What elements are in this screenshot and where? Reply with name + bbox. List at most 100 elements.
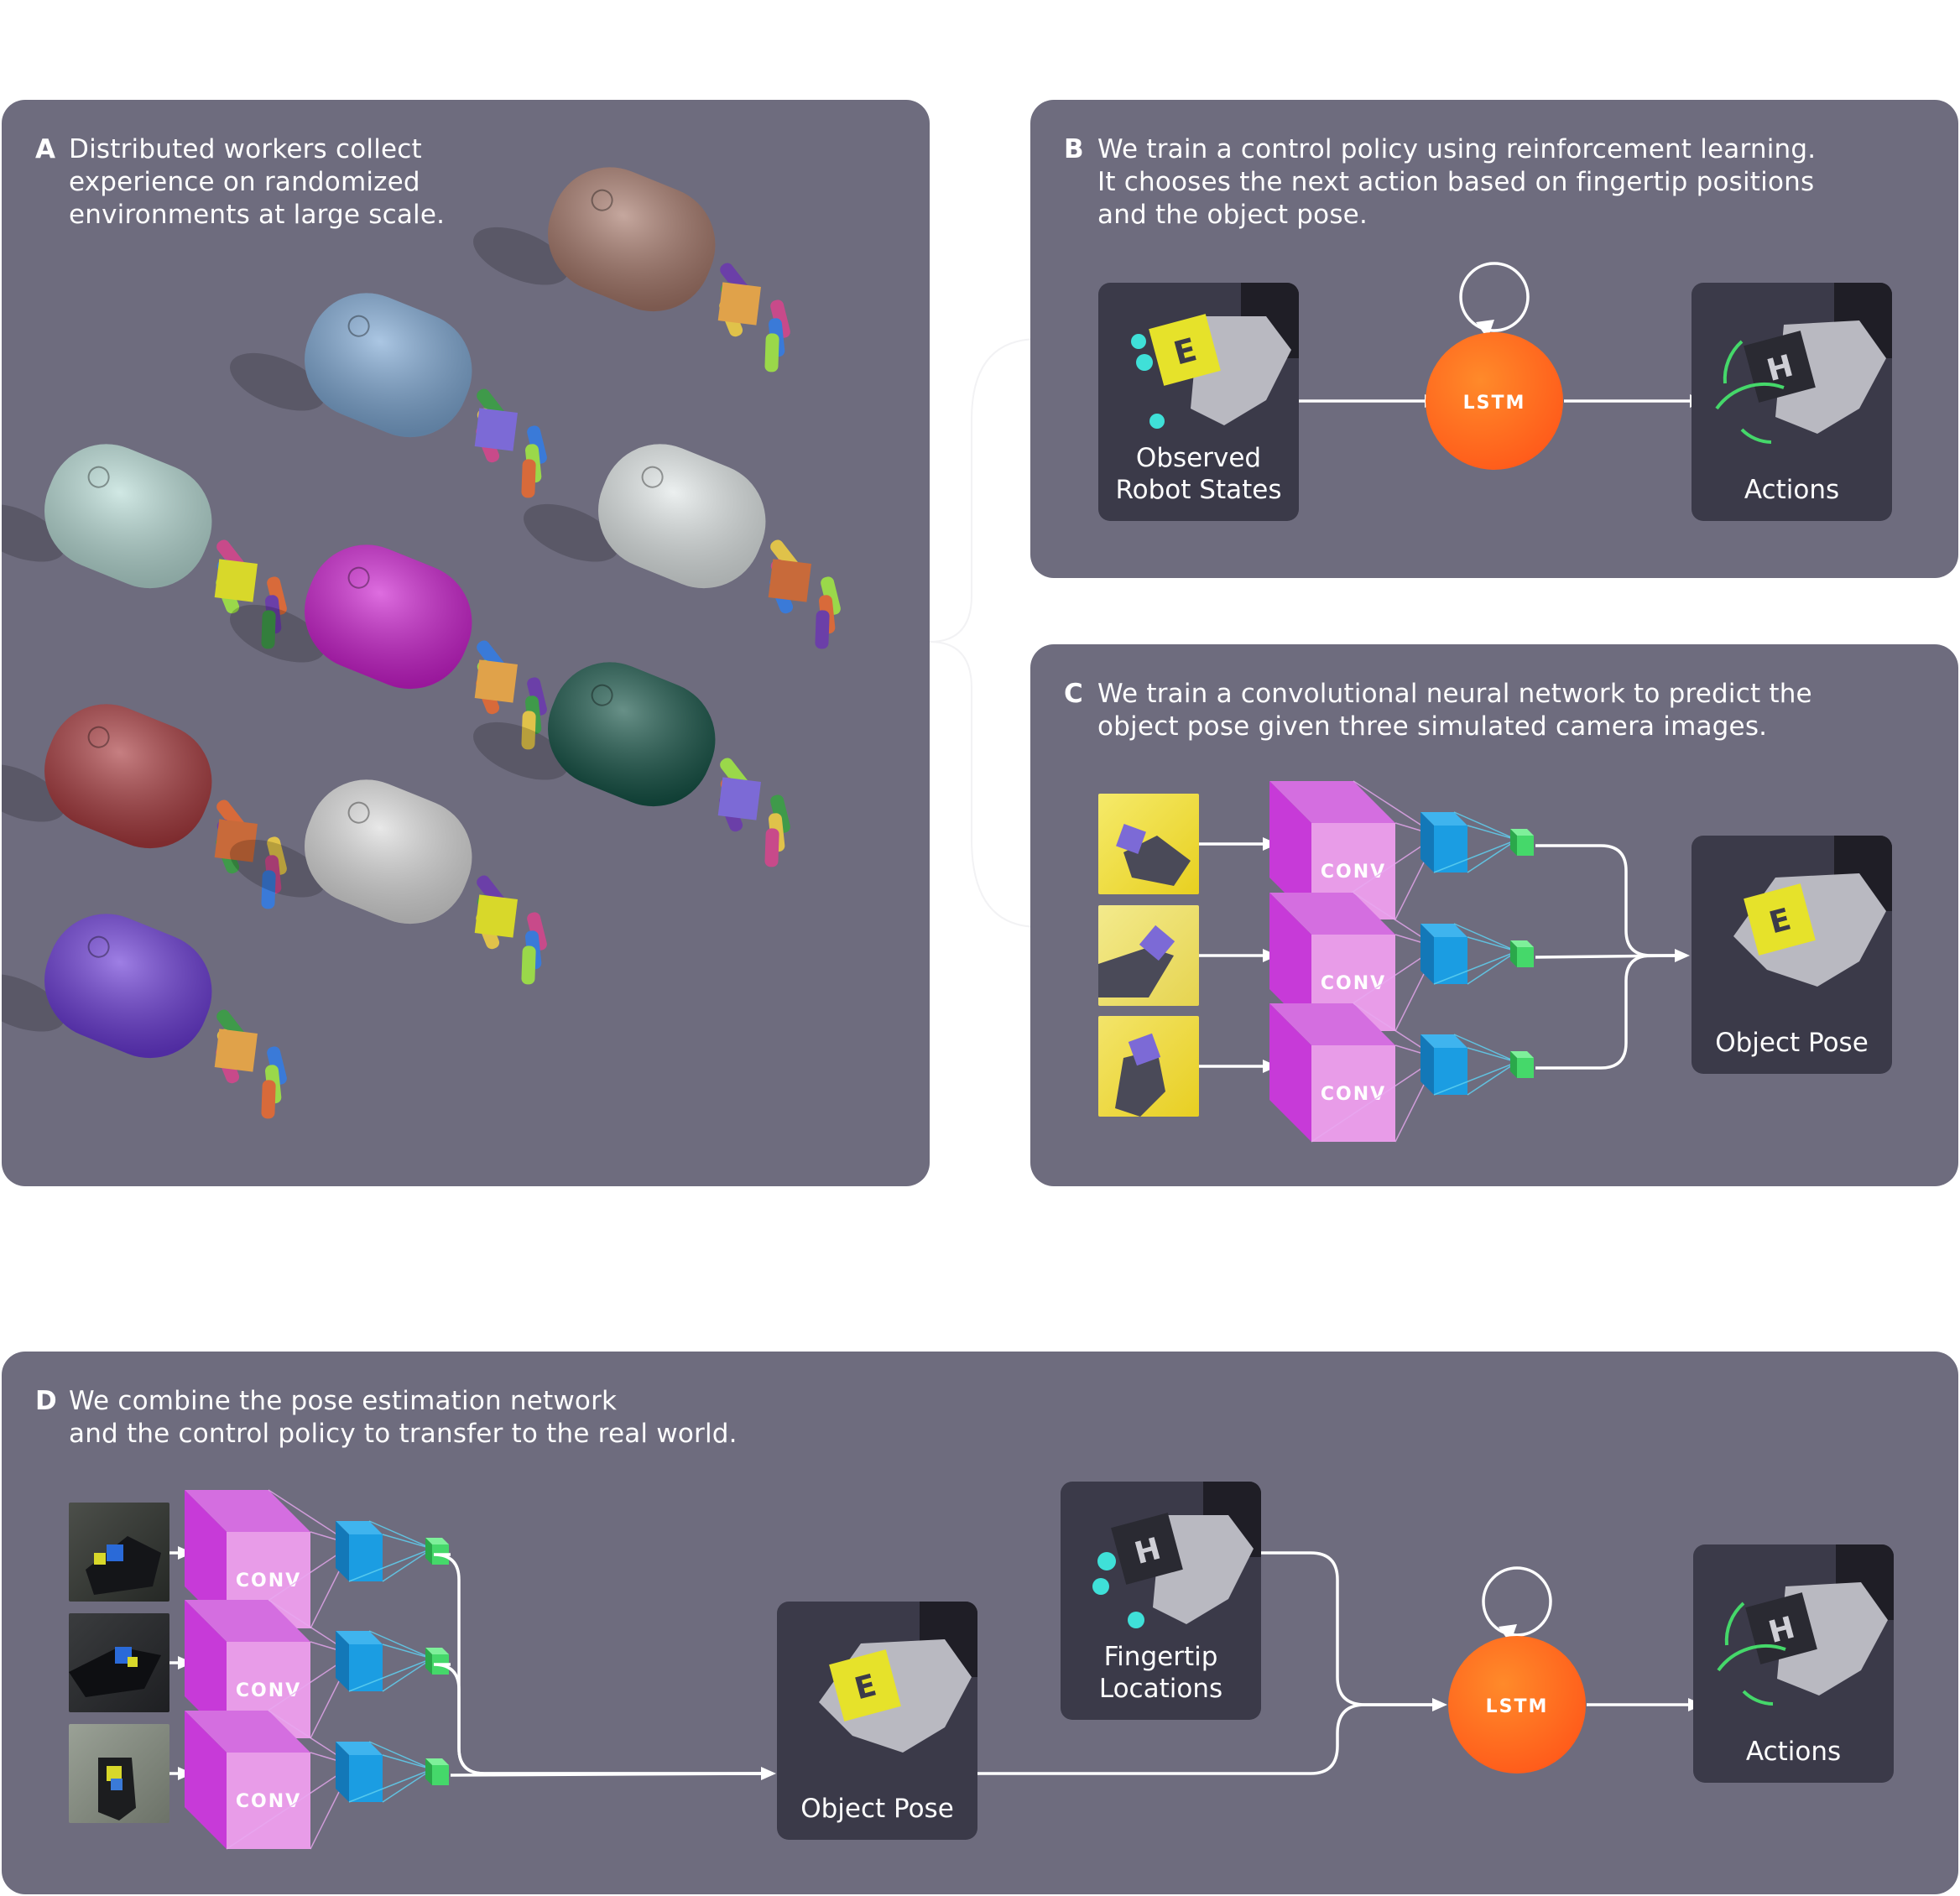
observed-robot-states-label: Observed Robot States: [1115, 443, 1282, 505]
robot-hand: [214, 800, 287, 909]
panel-a: A Distributed workers collect experience…: [2, 100, 930, 1186]
conv-label: CONV: [236, 1570, 301, 1591]
panel-d-flow: CONV CONV CONV LSTM: [169, 1489, 1703, 1850]
connector-bracket: [930, 338, 1030, 928]
simulated-camera-image-2: [1098, 905, 1199, 1006]
arrow-pose-to-lstm: [977, 1703, 1432, 1775]
cylinder-environment: [473, 662, 790, 867]
feature-block: [336, 1742, 383, 1802]
simulated-camera-image-3: [1098, 1016, 1199, 1117]
real-camera-image-1: [69, 1503, 169, 1602]
object-pose-label-c: Object Pose: [1715, 1028, 1869, 1058]
panel-b: B We train a control policy using reinfo…: [1030, 100, 1958, 578]
robot-hand: [474, 640, 547, 750]
panel-c-letter: C: [1064, 679, 1083, 709]
arrow-features-to-pose: [1535, 954, 1676, 1070]
actions-label-d: Actions: [1745, 1737, 1842, 1767]
lstm-node-d: [1448, 1636, 1586, 1774]
arrow-features-to-pose: [433, 1553, 761, 1775]
panel-d-letter: D: [35, 1386, 57, 1416]
cylinder-environment: [230, 779, 547, 985]
robot-hand: [717, 263, 790, 372]
conv-label: CONV: [1321, 1084, 1386, 1105]
lstm-node-label: LSTM: [1463, 393, 1526, 414]
robot-hand: [214, 1009, 287, 1119]
feature-block: [336, 1631, 383, 1691]
lstm-node-label-d: LSTM: [1486, 1696, 1549, 1717]
robot-hand: [474, 875, 547, 985]
conv-label: CONV: [1321, 862, 1386, 883]
lstm-recurrent-loop-d: [1482, 1566, 1552, 1637]
camera-hand-icon: [1098, 925, 1175, 997]
camera-hand-icon: [86, 1536, 161, 1595]
panel-b-letter: B: [1064, 134, 1084, 164]
conv-label: CONV: [236, 1791, 301, 1812]
feature-block: [1420, 812, 1467, 872]
object-pose-card-d: E Object Pose: [777, 1602, 977, 1840]
camera-hand-icon: [1115, 1033, 1165, 1117]
conv-label: CONV: [1321, 973, 1386, 994]
robot-hand: [214, 539, 287, 649]
fingertip-locations-card: H Fingertip Locations: [1061, 1482, 1261, 1720]
panel-c-caption-text: We train a convolutional neural network …: [1097, 679, 1812, 742]
hand-actions-icon: H: [1715, 283, 1892, 444]
actions-card: H Actions: [1692, 283, 1892, 521]
panel-a-caption-text: Distributed workers collect experience o…: [69, 134, 446, 230]
feature-block: [1420, 1034, 1467, 1095]
arrow-features-to-pose: [433, 1663, 761, 1775]
panel-b-caption-text: We train a control policy using reinforc…: [1097, 134, 1817, 230]
simulated-camera-image-1: [1098, 794, 1199, 894]
hand-cube-icon: E: [1733, 836, 1892, 987]
hand-actions-icon: H: [1717, 1544, 1894, 1706]
robot-hand: [717, 758, 790, 867]
output-feature-block: [1510, 1051, 1534, 1078]
panel-a-letter: A: [35, 134, 56, 164]
conv-label: CONV: [236, 1680, 301, 1701]
conv-block: CONV: [1269, 1003, 1395, 1142]
panel-a-caption: A Distributed workers collect experience…: [35, 133, 790, 242]
hand-cube-icon: E: [819, 1602, 977, 1753]
cylinder-environment: [2, 914, 287, 1119]
object-pose-card-c: E Object Pose: [1692, 836, 1892, 1074]
real-camera-image-2: [69, 1613, 169, 1712]
actions-card-d: H Actions: [1693, 1544, 1894, 1783]
fingertip-locations-label: Fingertip Locations: [1098, 1642, 1223, 1704]
object-pose-label-d: Object Pose: [800, 1794, 954, 1824]
fingertip-hand-icon: H: [1092, 1482, 1261, 1628]
panel-d: D We combine the pose estimation network…: [2, 1352, 1958, 1894]
cylinder-environment: [230, 544, 547, 750]
panel-b-caption: B We train a control policy using reinfo…: [1064, 133, 1937, 242]
actions-label: Actions: [1744, 475, 1840, 505]
conv-block: CONV: [185, 1711, 310, 1849]
panel-d-caption-text: We combine the pose estimation network a…: [69, 1386, 738, 1449]
cylinder-environment: [524, 444, 841, 649]
arrow-fingertip-to-lstm: [1260, 1551, 1432, 1706]
output-feature-block: [1510, 829, 1534, 856]
panel-c: C We train a convolutional neural networ…: [1030, 644, 1958, 1186]
robot-hand: [474, 388, 547, 498]
panel-c-caption: C We train a convolutional neural networ…: [1064, 678, 1937, 753]
real-camera-image-3: [69, 1724, 169, 1823]
output-feature-block: [425, 1648, 449, 1675]
camera-hand-icon: [1116, 824, 1191, 886]
output-feature-block: [1510, 940, 1534, 967]
output-feature-block: [425, 1538, 449, 1565]
output-feature-block: [425, 1758, 449, 1785]
observed-robot-states-card: E Observed Robot States: [1098, 283, 1299, 521]
robot-hand: [768, 539, 841, 649]
robot-hand-icon: E: [1131, 283, 1299, 429]
panel-c-cnn-diagram: CONV CONV CONV: [1199, 780, 1690, 1143]
arrow-features-to-pose: [1535, 844, 1676, 957]
cylinder-environment: [230, 293, 547, 498]
arrow-features-to-pose: [450, 1772, 762, 1777]
feature-block: [1420, 924, 1467, 984]
camera-hand-icon: [69, 1647, 161, 1697]
lstm-node: [1426, 332, 1563, 470]
cylinder-environment: [2, 704, 287, 909]
cylinder-environment: [2, 444, 287, 649]
lstm-recurrent-loop: [1459, 262, 1530, 332]
camera-hand-icon: [98, 1758, 136, 1820]
feature-block: [336, 1521, 383, 1581]
randomized-environments-illustration: [2, 167, 841, 1119]
cylinder-environment: [473, 167, 790, 372]
